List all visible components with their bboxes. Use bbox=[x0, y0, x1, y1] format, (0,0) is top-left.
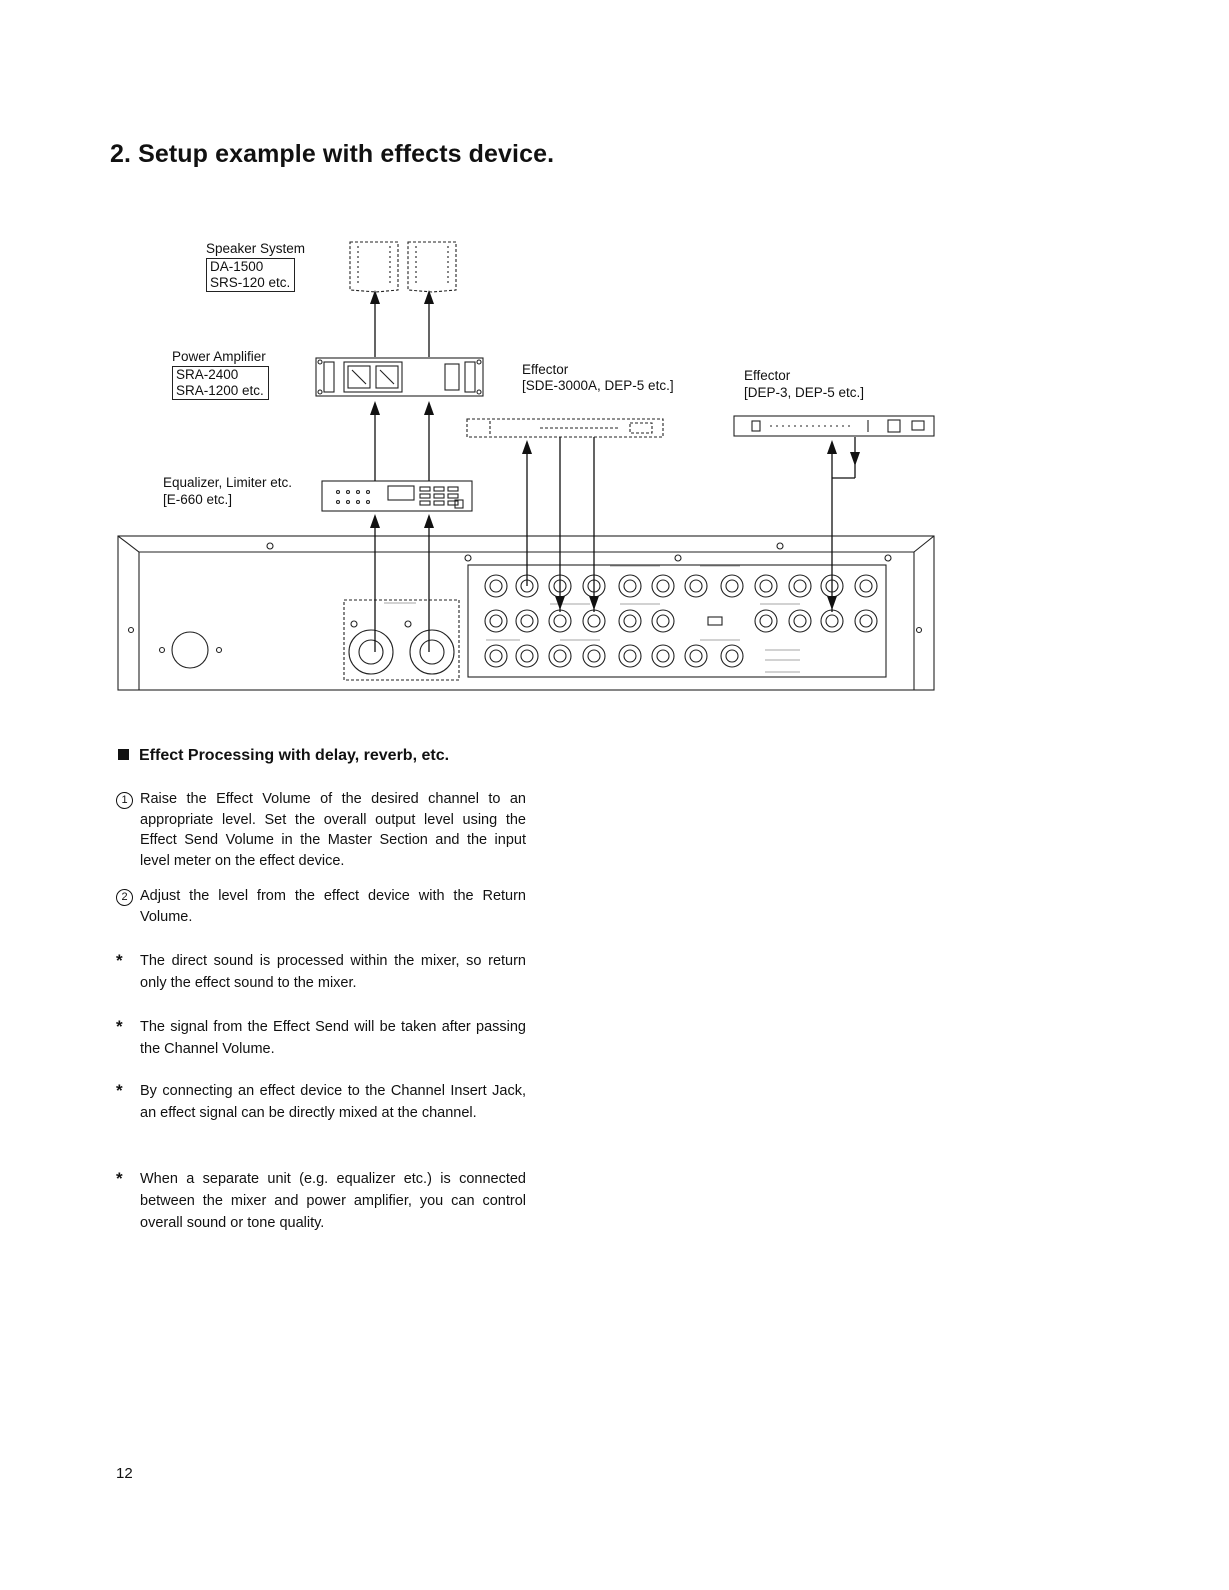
asterisk-icon: * bbox=[116, 1081, 123, 1100]
speaker-models: DA-1500 SRS-120 etc. bbox=[206, 258, 296, 292]
jack-row-3 bbox=[484, 644, 744, 668]
note-3: * By connecting an effect device to the … bbox=[116, 1081, 526, 1121]
note-1: * The direct sound is processed within t… bbox=[116, 951, 526, 991]
page-number: 12 bbox=[116, 1465, 133, 1482]
speaker-right-icon bbox=[407, 241, 457, 293]
jack-row-1 bbox=[484, 574, 878, 598]
effector2-models: [DEP-3, DEP-5 etc.] bbox=[744, 385, 865, 400]
setup-diagram bbox=[117, 241, 935, 691]
page-title: 2. Setup example with effects device. bbox=[110, 140, 555, 168]
step-2: 2 Adjust the level from the effect devic… bbox=[116, 886, 526, 927]
effector2-label: Effector bbox=[744, 368, 791, 383]
speaker-left-icon bbox=[349, 241, 399, 293]
note-4: * When a separate unit (e.g. equalizer e… bbox=[116, 1169, 526, 1231]
circled-number-icon: 1 bbox=[116, 789, 133, 810]
speaker-label: Speaker System bbox=[206, 241, 306, 256]
jack-row-2 bbox=[484, 609, 878, 633]
equalizer-models: [E-660 etc.] bbox=[163, 492, 233, 507]
effector-sde3000-icon bbox=[466, 418, 664, 438]
asterisk-icon: * bbox=[116, 951, 123, 970]
circled-number-icon: 2 bbox=[116, 886, 133, 907]
effector1-label: Effector bbox=[522, 362, 569, 377]
amplifier-models: SRA-2400 SRA-1200 etc. bbox=[172, 366, 269, 400]
asterisk-icon: * bbox=[116, 1169, 123, 1188]
note-2: * The signal from the Effect Send will b… bbox=[116, 1017, 526, 1057]
effector-dep3-icon bbox=[733, 415, 935, 437]
amplifier-label: Power Amplifier bbox=[172, 349, 266, 364]
power-amplifier-icon bbox=[315, 357, 484, 397]
section-heading: Effect Processing with delay, reverb, et… bbox=[118, 747, 449, 765]
effector1-models: [SDE-3000A, DEP-5 etc.] bbox=[522, 378, 674, 393]
square-bullet-icon bbox=[118, 749, 129, 760]
step-1: 1 Raise the Effect Volume of the desired… bbox=[116, 789, 526, 871]
equalizer-label: Equalizer, Limiter etc. bbox=[163, 475, 293, 490]
equalizer-icon bbox=[321, 480, 473, 512]
asterisk-icon: * bbox=[116, 1017, 123, 1036]
